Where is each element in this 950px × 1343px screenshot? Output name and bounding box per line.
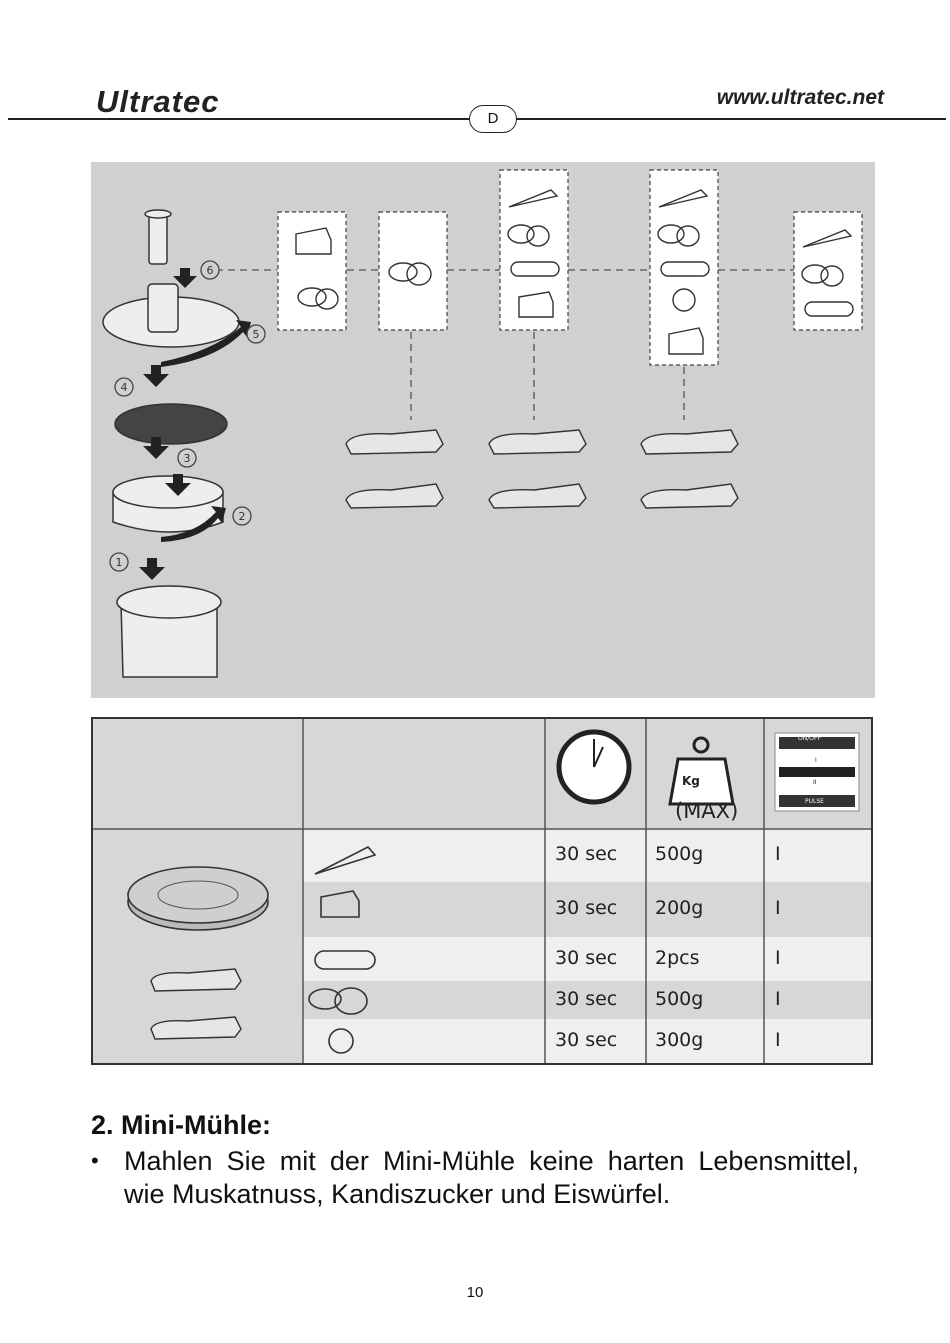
step-5-label: 5 bbox=[253, 328, 260, 341]
switch-label-pulse: PULSE bbox=[805, 798, 824, 805]
row1-time: 30 sec bbox=[555, 843, 618, 865]
assembly-diagram-illustration: 6 5 4 3 2 1 bbox=[102, 169, 863, 678]
step-4-label: 4 bbox=[121, 381, 128, 394]
step-2-label: 2 bbox=[239, 510, 246, 523]
switch-label-1: I bbox=[815, 757, 817, 764]
switch-label-2: II bbox=[813, 779, 817, 786]
row4-amount: 500g bbox=[655, 988, 704, 1010]
table-grid bbox=[93, 719, 871, 1063]
weight-symbol: Kg bbox=[682, 774, 700, 788]
bullet-marker: • bbox=[91, 1148, 99, 1173]
row1-speed: I bbox=[775, 843, 781, 865]
row3-amount: 2pcs bbox=[655, 947, 700, 969]
section-title: 2. Mini-Mühle: bbox=[91, 1110, 271, 1140]
step-3-label: 3 bbox=[184, 452, 191, 465]
step-1-label: 1 bbox=[116, 556, 123, 569]
processing-table: Kg (MAX) ON/OFF I II PULSE 30 sec 500g I… bbox=[91, 717, 873, 1065]
max-label: (MAX) bbox=[675, 799, 739, 823]
step-6-label: 6 bbox=[207, 264, 214, 277]
assembly-diagram: 6 5 4 3 2 1 bbox=[91, 162, 875, 698]
row5-amount: 300g bbox=[655, 1029, 704, 1051]
website-url: www.ultratec.net bbox=[716, 86, 884, 109]
row2-time: 30 sec bbox=[555, 897, 618, 919]
language-badge: D bbox=[469, 105, 517, 133]
row5-time: 30 sec bbox=[555, 1029, 618, 1051]
row4-speed: I bbox=[775, 988, 781, 1010]
row5-speed: I bbox=[775, 1029, 781, 1051]
brand-logo: Ultratec bbox=[96, 84, 220, 119]
row4-time: 30 sec bbox=[555, 988, 618, 1010]
section-paragraph: Mahlen Sie mit der Mini-Mühle keine hart… bbox=[124, 1146, 859, 1209]
row2-amount: 200g bbox=[655, 897, 704, 919]
row3-time: 30 sec bbox=[555, 947, 618, 969]
row1-amount: 500g bbox=[655, 843, 704, 865]
page-number: 10 bbox=[466, 1284, 484, 1301]
switch-label-onoff: ON/OFF bbox=[798, 735, 821, 742]
row2-speed: I bbox=[775, 897, 781, 919]
row3-speed: I bbox=[775, 947, 781, 969]
